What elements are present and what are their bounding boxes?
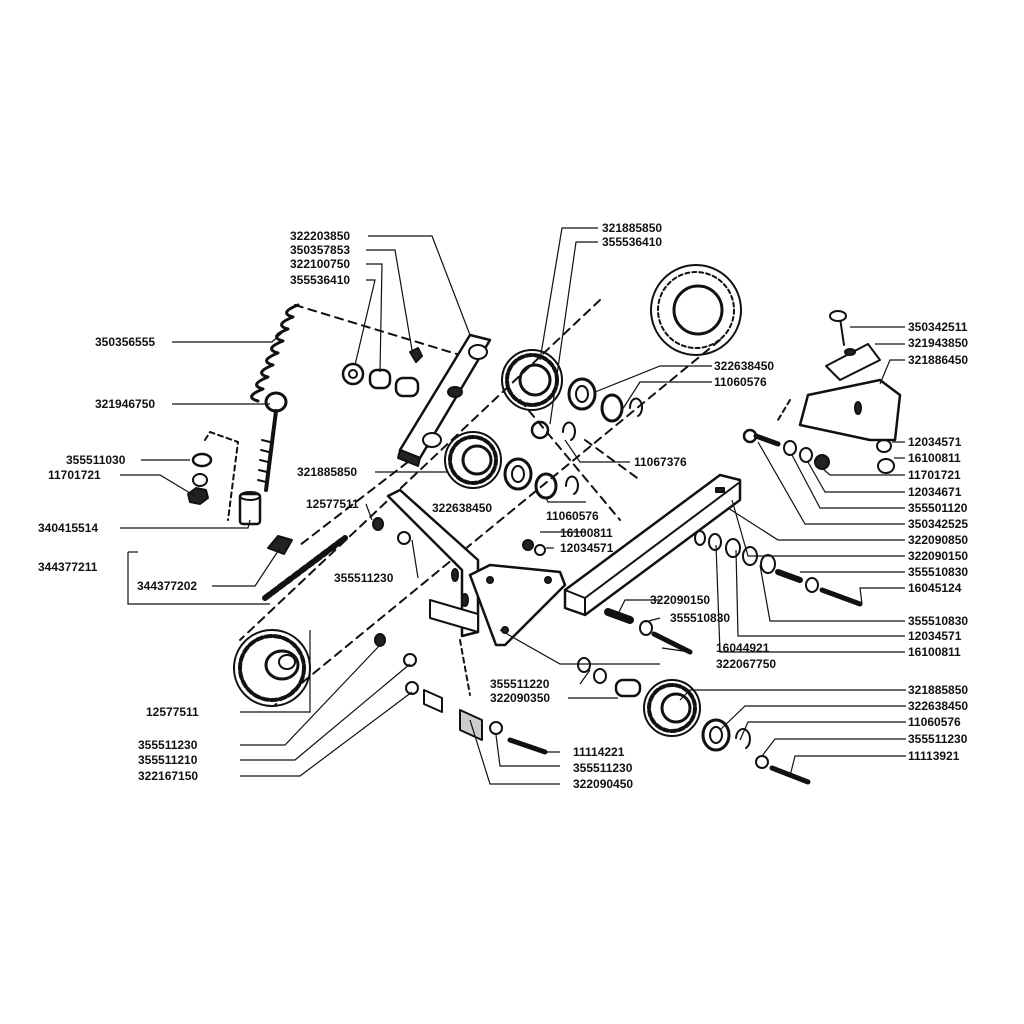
part-number-label: 355511220 (490, 677, 550, 691)
part-number-label: 355536410 (290, 273, 350, 287)
part-number-label: 355510830 (908, 565, 968, 579)
part-number-label: 11113921 (908, 749, 960, 763)
part-number-label: 322090150 (650, 593, 710, 607)
part-number-label: 350357853 (290, 243, 350, 257)
part-number-label: 11060576 (908, 715, 961, 729)
right-mounting-bracket (777, 310, 902, 442)
triangular-plate (468, 563, 567, 647)
tensioner-arm (397, 333, 492, 467)
leader-lines (120, 227, 906, 785)
part-number-label: 322090850 (908, 533, 968, 547)
part-number-label: 355511230 (573, 761, 633, 775)
large-sprocket (650, 264, 742, 356)
part-number-label: 355511230 (908, 732, 968, 746)
part-number-label: 321886450 (908, 353, 968, 367)
part-number-label: 350342511 (908, 320, 968, 334)
tensioner-spacers (341, 347, 423, 398)
part-number-label: 344377211 (38, 560, 98, 574)
part-number-label: 11114221 (573, 745, 625, 759)
part-number-label: 322638450 (908, 699, 968, 713)
chain-segment (262, 535, 348, 601)
part-number-label: 321946750 (95, 397, 155, 411)
upper-sprocket (501, 349, 563, 411)
parts-artwork (187, 264, 902, 785)
part-number-label: 350342525 (908, 517, 968, 531)
part-number-label: 344377202 (137, 579, 197, 593)
right-small-hardware (742, 428, 895, 474)
part-number-label: 350356555 (95, 335, 155, 349)
lower-bolts (372, 517, 693, 755)
tension-spring (250, 303, 300, 492)
part-number-label: 322167150 (138, 769, 198, 783)
part-number-label: 12034571 (908, 629, 962, 643)
part-number-label: 321943850 (908, 336, 968, 350)
part-number-label: 355511210 (138, 753, 198, 767)
part-number-label: 12577511 (146, 705, 199, 719)
part-number-label: 11701721 (48, 468, 101, 482)
part-number-label: 322203850 (290, 229, 350, 243)
part-number-label: 12034571 (908, 435, 962, 449)
part-number-label: 16045124 (908, 581, 962, 595)
part-number-label: 16100811 (908, 645, 961, 659)
part-number-label: 322067750 (716, 657, 776, 671)
lower-right-sprocket (643, 679, 811, 785)
lower-left-sprocket (233, 629, 311, 707)
part-number-label: 355511030 (66, 453, 126, 467)
part-number-label: 11060576 (714, 375, 767, 389)
part-number-label: 16044921 (716, 641, 770, 655)
part-number-label: 12034571 (560, 541, 614, 555)
central-bracket (386, 488, 480, 696)
part-number-label: 322638450 (432, 501, 492, 515)
upper-sprocket-bearing (530, 377, 643, 441)
part-number-label: 11067376 (634, 455, 687, 469)
part-number-label: 322090350 (490, 691, 550, 705)
part-number-label: 12034671 (908, 485, 962, 499)
part-number-label: 12577511 (306, 497, 359, 511)
part-number-label: 340415514 (38, 521, 98, 535)
part-number-label: 16100811 (560, 526, 613, 540)
part-number-label: 321885850 (602, 221, 662, 235)
threaded-sleeve (238, 491, 262, 526)
part-number-labels: 322203850 350357853 322100750 355536410 … (38, 221, 968, 791)
part-number-label: 322638450 (714, 359, 774, 373)
middle-sprocket (444, 431, 579, 500)
part-number-label: 322090150 (908, 549, 968, 563)
part-number-label: 16100811 (908, 451, 961, 465)
chain-guide-rail (563, 473, 742, 617)
part-number-label: 355510830 (908, 614, 968, 628)
part-number-label: 322100750 (290, 257, 350, 271)
part-number-label: 11060576 (546, 509, 599, 523)
part-number-label: 355536410 (602, 235, 662, 249)
part-number-label: 355501120 (908, 501, 968, 515)
part-number-label: 322090450 (573, 777, 633, 791)
part-number-label: 355511230 (138, 738, 198, 752)
part-number-label: 355510830 (670, 611, 730, 625)
part-number-label: 355511230 (334, 571, 394, 585)
part-number-label: 321885850 (908, 683, 968, 697)
part-number-label: 11701721 (908, 468, 961, 482)
left-small-parts (187, 431, 239, 521)
rail-washers (694, 530, 863, 607)
part-number-label: 321885850 (297, 465, 357, 479)
